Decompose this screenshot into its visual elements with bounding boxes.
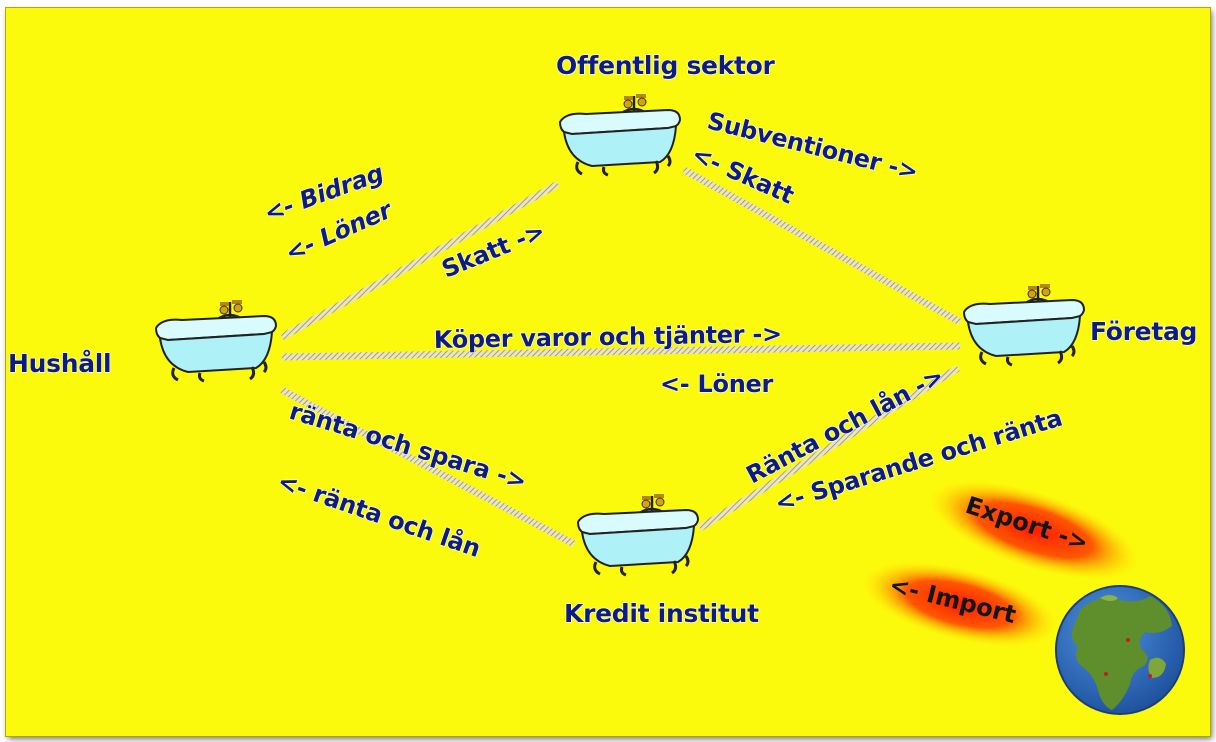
pipe-households-credit: [280, 386, 576, 548]
flow-buys-goods: Köper varor och tjänter ->: [434, 320, 782, 354]
import-badge: <- Import: [862, 561, 1058, 647]
node-credit: Kredit institut: [564, 599, 759, 628]
flow-tax-households: Skatt ->: [438, 217, 549, 284]
flow-wages-companies: <- Löner: [660, 370, 773, 398]
globe-icon: [1055, 585, 1185, 715]
bathtub-icon: [558, 94, 682, 177]
node-public-sector: Offentlig sektor: [556, 51, 776, 80]
bathtub-icon: [154, 300, 278, 383]
pipe-credit-companies: [698, 365, 960, 531]
pipe-households-public: [280, 180, 560, 341]
pipe-public-companies: [682, 166, 962, 326]
node-companies: Företag: [1090, 317, 1197, 346]
bathtub-icon: [576, 494, 700, 577]
bathtub-icon: [962, 284, 1086, 367]
pipe-households-companies: [281, 342, 961, 361]
node-households: Hushåll: [8, 349, 111, 378]
